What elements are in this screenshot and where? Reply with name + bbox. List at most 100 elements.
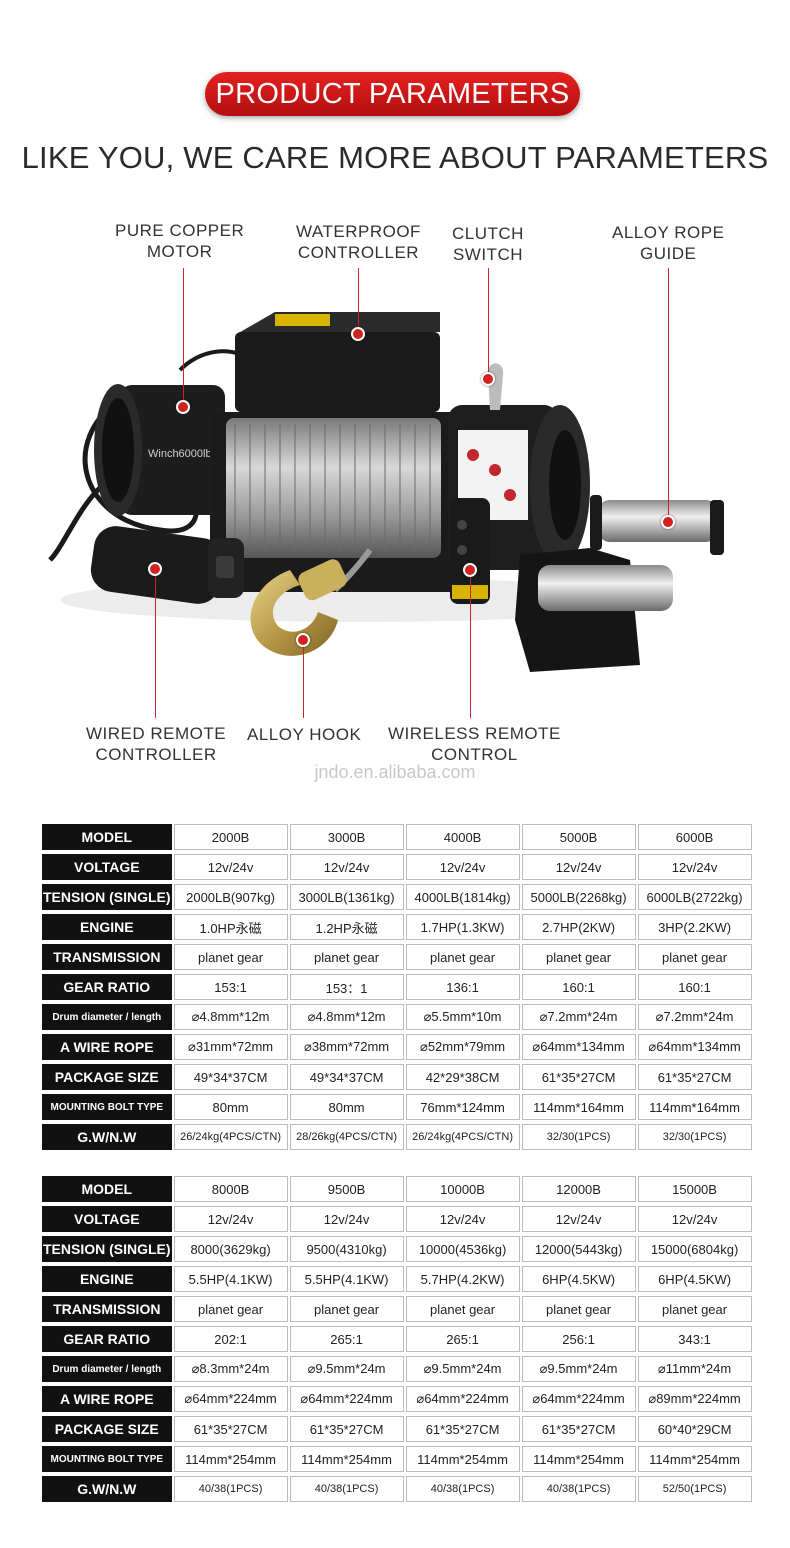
table-cell: ⌀64mm*224mm [405, 1386, 520, 1412]
table-cell: 2000LB(907kg) [173, 884, 288, 910]
table-cell: planet gear [289, 944, 404, 970]
table-cell: 40/38(1PCS) [405, 1476, 520, 1502]
table-cell: ⌀64mm*224mm [173, 1386, 288, 1412]
table-row: TENSION (SINGLE) 2000LB(907kg) 3000LB(13… [42, 884, 752, 910]
table-row: Drum diameter / length ⌀4.8mm*12m ⌀4.8mm… [42, 1004, 752, 1030]
table-row: ENGINE 1.0HP永磁 1.2HP永磁 1.7HP(1.3KW) 2.7H… [42, 914, 752, 940]
marker-controller [351, 327, 365, 341]
table-row: PACKAGE SIZE 61*35*27CM 61*35*27CM 61*35… [42, 1416, 752, 1442]
row-label: Drum diameter / length [42, 1004, 172, 1030]
table-cell: 12v/24v [289, 854, 404, 880]
table-cell: 265:1 [405, 1326, 520, 1352]
table-cell: 5.5HP(4.1KW) [173, 1266, 288, 1292]
table-cell: 114mm*254mm [637, 1446, 752, 1472]
table-row: VOLTAGE 12v/24v 12v/24v 12v/24v 12v/24v … [42, 854, 752, 880]
table-cell: 2000B [173, 824, 288, 850]
table-cell: 6HP(4.5KW) [637, 1266, 752, 1292]
table-cell: 3000B [289, 824, 404, 850]
table-cell: 15000(6804kg) [637, 1236, 752, 1262]
table-cell: ⌀9.5mm*24m [289, 1356, 404, 1382]
marker-hook [296, 633, 310, 647]
callout-hook: ALLOY HOOK [247, 725, 362, 744]
table-cell: 3HP(2.2KW) [637, 914, 752, 940]
row-label: A WIRE ROPE [42, 1034, 172, 1060]
table-cell: 6000B [637, 824, 752, 850]
callout-guide: ALLOY ROPE GUIDE [612, 223, 725, 263]
table-cell: 114mm*254mm [405, 1446, 520, 1472]
table-cell: 32/30(1PCS) [521, 1124, 636, 1150]
winch-illustration: Winch6000lb [48, 312, 724, 672]
table-cell: 160:1 [637, 974, 752, 1000]
table-cell: 32/30(1PCS) [637, 1124, 752, 1150]
row-label: G.W/N.W [42, 1476, 172, 1502]
table-cell: planet gear [173, 1296, 288, 1322]
spec-table-1: MODEL 2000B 3000B 4000B 5000B 6000B VOLT… [40, 820, 754, 1154]
table-cell: ⌀7.2mm*24m [521, 1004, 636, 1030]
table-cell: ⌀52mm*79mm [405, 1034, 520, 1060]
row-label: TENSION (SINGLE) [42, 884, 172, 910]
table-cell: 1.0HP永磁 [173, 914, 288, 940]
table-cell: planet gear [289, 1296, 404, 1322]
table-cell: 12v/24v [289, 1206, 404, 1232]
row-label: PACKAGE SIZE [42, 1064, 172, 1090]
table-row: Drum diameter / length ⌀8.3mm*24m ⌀9.5mm… [42, 1356, 752, 1382]
table-cell: 12v/24v [173, 1206, 288, 1232]
table-cell: 12v/24v [405, 1206, 520, 1232]
table-cell: 42*29*38CM [405, 1064, 520, 1090]
table-cell: 4000LB(1814kg) [405, 884, 520, 910]
table-cell: 26/24kg(4PCS/CTN) [173, 1124, 288, 1150]
table-cell: ⌀4.8mm*12m [289, 1004, 404, 1030]
row-label: MODEL [42, 824, 172, 850]
table-cell: ⌀11mm*24m [637, 1356, 752, 1382]
hook-device [250, 559, 347, 656]
table-cell: ⌀64mm*134mm [637, 1034, 752, 1060]
row-label: TENSION (SINGLE) [42, 1236, 172, 1262]
table-row: TRANSMISSION planet gear planet gear pla… [42, 944, 752, 970]
table-cell: planet gear [405, 1296, 520, 1322]
table-cell: 49*34*37CM [289, 1064, 404, 1090]
table-cell: 256:1 [521, 1326, 636, 1352]
row-label: G.W/N.W [42, 1124, 172, 1150]
table-cell: 202:1 [173, 1326, 288, 1352]
table-cell: 12v/24v [405, 854, 520, 880]
table-cell: planet gear [405, 944, 520, 970]
table-cell: 3000LB(1361kg) [289, 884, 404, 910]
controller-box [235, 312, 440, 412]
table-row: G.W/N.W 40/38(1PCS) 40/38(1PCS) 40/38(1P… [42, 1476, 752, 1502]
table-cell: 40/38(1PCS) [521, 1476, 636, 1502]
table-cell: ⌀64mm*134mm [521, 1034, 636, 1060]
section-badge: PRODUCT PARAMETERS [205, 72, 580, 116]
table-cell: 5000LB(2268kg) [521, 884, 636, 910]
table-cell: 160:1 [521, 974, 636, 1000]
table-cell: 136:1 [405, 974, 520, 1000]
leader-wireless [470, 570, 471, 718]
leader-controller [358, 268, 359, 332]
table-row: MODEL 2000B 3000B 4000B 5000B 6000B [42, 824, 752, 850]
table-cell: 12000(5443kg) [521, 1236, 636, 1262]
table-row: PACKAGE SIZE 49*34*37CM 49*34*37CM 42*29… [42, 1064, 752, 1090]
row-label: GEAR RATIO [42, 974, 172, 1000]
table-cell: 12v/24v [637, 1206, 752, 1232]
table-cell: ⌀5.5mm*10m [405, 1004, 520, 1030]
table-cell: 153:1 [173, 974, 288, 1000]
table-row: A WIRE ROPE ⌀31mm*72mm ⌀38mm*72mm ⌀52mm*… [42, 1034, 752, 1060]
table-cell: 28/26kg(4PCS/CTN) [289, 1124, 404, 1150]
table-cell: ⌀7.2mm*24m [637, 1004, 752, 1030]
marker-guide [661, 515, 675, 529]
table-cell: 114mm*254mm [173, 1446, 288, 1472]
table-cell: 10000B [405, 1176, 520, 1202]
table-cell: 12v/24v [173, 854, 288, 880]
table-cell: ⌀8.3mm*24m [173, 1356, 288, 1382]
row-label: PACKAGE SIZE [42, 1416, 172, 1442]
table-cell: 1.7HP(1.3KW) [405, 914, 520, 940]
table-cell: 80mm [289, 1094, 404, 1120]
table-cell: 76mm*124mm [405, 1094, 520, 1120]
callout-motor: PURE COPPER MOTOR [115, 221, 245, 261]
table-cell: 9500B [289, 1176, 404, 1202]
table-cell: 61*35*27CM [289, 1416, 404, 1442]
callout-clutch: CLUTCH SWITCH [452, 224, 524, 264]
row-label: ENGINE [42, 914, 172, 940]
clutch-lever [488, 363, 504, 410]
table-cell: 61*35*27CM [405, 1416, 520, 1442]
table-cell: planet gear [637, 1296, 752, 1322]
